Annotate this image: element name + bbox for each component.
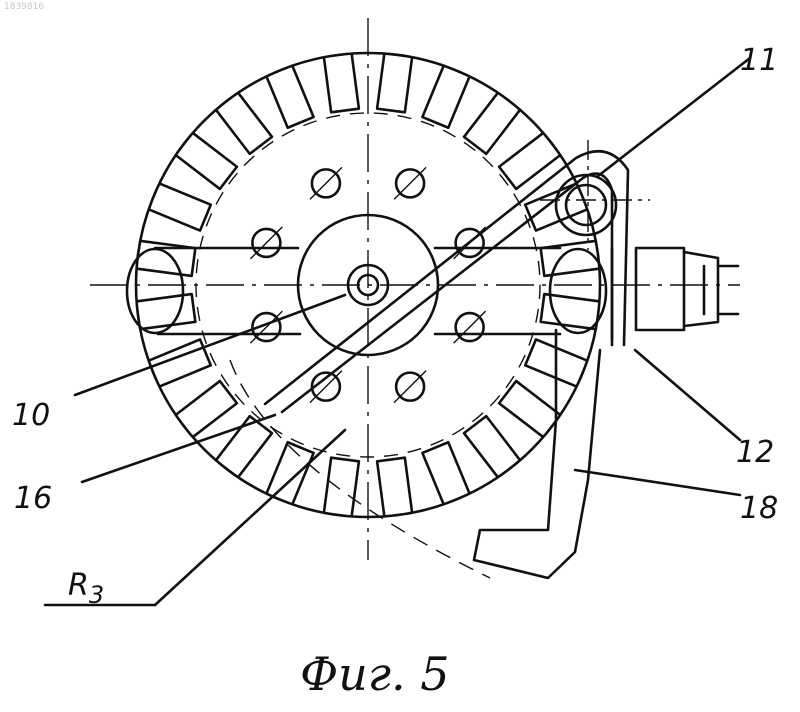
label-10: 10 [12,398,50,433]
rotor-slot [324,458,359,517]
label-radius: R3 [68,568,104,609]
document-id: 1839816 [4,2,44,12]
nut-body [636,248,684,330]
figure-caption: Фиг. 5 [300,647,450,701]
bolt-hole-crossline [310,167,342,199]
rotor-slot [136,294,195,329]
label-radius-sub: 3 [89,581,104,609]
rotor-slot [266,65,313,127]
axle-bar [127,248,606,334]
bolt-hole-crossline [394,371,426,403]
rotor-slot [324,53,359,112]
center-lines [90,18,740,560]
label-18: 18 [740,491,778,526]
rotor-slot [377,458,412,517]
mounting-bracket [612,248,738,340]
rotor-slot [136,241,195,276]
rotor-slot [148,183,210,230]
axle-end-right [550,249,606,333]
rotor-slot [377,53,412,112]
rotor-slot [541,241,600,276]
label-16: 16 [14,481,52,516]
bolt-hole-crossline [394,167,426,199]
bolt-hole-crossline [454,311,486,343]
label-12: 12 [736,435,774,470]
rotor-slot [422,442,469,504]
label-11: 11 [740,43,778,78]
lever [474,330,600,578]
radius-arc [230,360,490,578]
label-radius-main: R [68,568,89,603]
bolt-hole-crossline [250,227,282,259]
rotor-slot [422,65,469,127]
